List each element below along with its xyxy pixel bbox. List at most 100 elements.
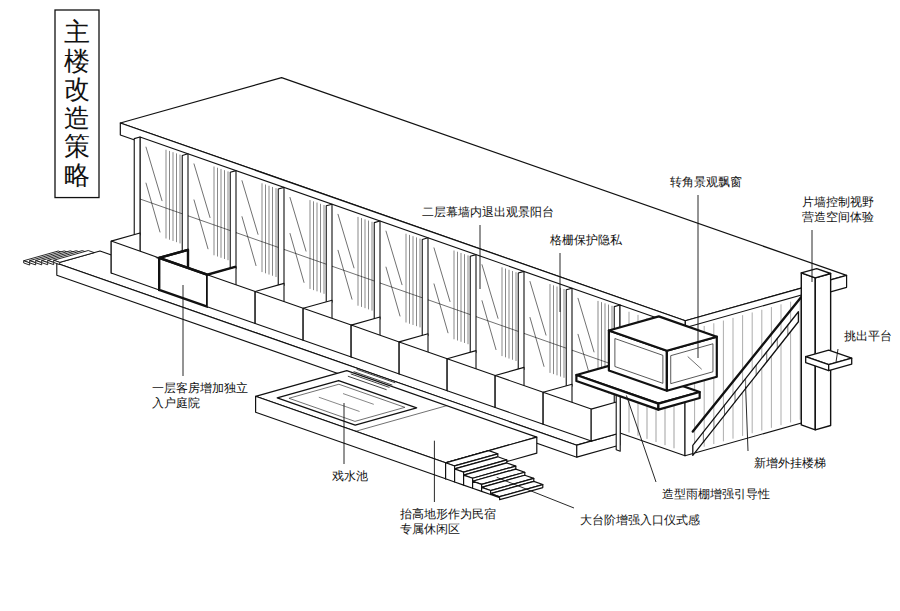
building <box>24 78 852 500</box>
timber-grille <box>564 289 565 377</box>
timber-grille <box>372 222 373 310</box>
courtyard-wall <box>207 275 255 324</box>
courtyard-highlight <box>159 250 236 275</box>
timber-grille <box>221 169 222 257</box>
wall-cladding <box>733 318 734 438</box>
plaza-step <box>351 374 389 387</box>
cantilever-platform <box>806 357 829 371</box>
leader-line <box>560 253 561 312</box>
glass-reflection <box>242 217 256 266</box>
stair-tread <box>735 392 736 402</box>
timber-grille <box>324 205 325 293</box>
floor-slab <box>140 199 188 216</box>
glass-reflection <box>146 183 160 232</box>
timber-grille <box>265 185 266 273</box>
stair-tread <box>777 338 778 348</box>
wall-cladding <box>723 321 724 441</box>
timber-grille <box>176 154 177 242</box>
timber-grille <box>317 203 318 291</box>
annotation-label: 片墙控制视野 营造空间体验 <box>800 194 880 226</box>
timber-grille <box>361 219 362 307</box>
grand-stair <box>491 494 500 498</box>
facade-fin <box>422 238 428 338</box>
annotation-label: 新增外挂楼梯 <box>752 455 828 472</box>
leader-line <box>626 395 656 482</box>
timber-grille <box>457 252 458 340</box>
annotation-label: 挑出平台 <box>842 328 894 345</box>
facade-fin <box>134 137 140 237</box>
timber-grille <box>320 204 321 292</box>
glass-reflection <box>434 284 448 333</box>
timber-grille <box>516 273 517 361</box>
stair-step <box>48 260 54 264</box>
stair-step <box>36 261 42 265</box>
floor-slab <box>332 266 380 283</box>
annotation-label: 抬高地形作为民宿 专属休闲区 <box>398 506 502 538</box>
timber-grille <box>420 239 421 327</box>
window-pane <box>671 344 713 384</box>
timber-grille <box>413 237 414 325</box>
stair-step <box>24 261 30 265</box>
timber-grille <box>505 269 506 357</box>
leader-line <box>698 195 699 358</box>
timber-grille <box>276 189 277 277</box>
glass-reflection <box>338 250 352 299</box>
glass-reflection <box>338 214 354 268</box>
floor-slab <box>476 317 524 334</box>
stair-step <box>54 260 60 264</box>
timber-grille <box>550 285 551 373</box>
stair-step <box>42 260 48 264</box>
pool <box>277 381 416 426</box>
stair-tread <box>703 432 704 442</box>
courtyard-wall <box>351 325 399 374</box>
timber-grille <box>464 255 465 343</box>
timber-grille <box>313 202 314 290</box>
glass-reflection <box>578 298 594 352</box>
cantilever-platform <box>829 358 852 370</box>
leader-line <box>434 441 435 502</box>
paving-line <box>356 406 447 432</box>
leader-line <box>746 387 748 451</box>
leader-line <box>812 230 813 282</box>
grand-stair <box>446 463 455 482</box>
annotation-label: 大台阶增强入口仪式感 <box>578 512 702 529</box>
timber-grille <box>454 251 455 339</box>
glass-reflection <box>386 231 402 285</box>
courtyard-wall <box>447 359 495 408</box>
stair-tread <box>713 419 714 429</box>
floor-slab <box>524 333 572 350</box>
floor-slab <box>428 300 476 317</box>
floor-slab <box>284 249 332 266</box>
timber-grille <box>553 286 554 374</box>
glass-reflection <box>434 248 450 302</box>
timber-grille <box>461 253 462 341</box>
facade-fin <box>518 271 524 371</box>
glass-reflection <box>242 181 258 235</box>
floor-slab <box>380 283 428 300</box>
grand-stair <box>464 475 473 488</box>
grand-stair <box>482 487 491 494</box>
stair-tread <box>724 405 725 415</box>
slab-wall <box>801 273 815 430</box>
annotation-label: 造型雨棚增强引导性 <box>660 486 772 503</box>
leader-line <box>480 225 481 289</box>
title-frame <box>55 10 99 198</box>
timber-grille <box>166 150 167 238</box>
timber-grille <box>214 167 215 255</box>
annotation-label: 戏水池 <box>330 468 370 485</box>
timber-grille <box>416 238 417 326</box>
wall-cladding <box>761 310 762 430</box>
water-ripple <box>319 397 359 411</box>
glass-reflection <box>290 198 306 252</box>
courtyard-wall <box>255 292 303 341</box>
wall-cladding <box>790 302 791 422</box>
timber-grille <box>406 234 407 322</box>
facade-fin <box>374 221 380 321</box>
courtyard-wall <box>543 392 591 441</box>
timber-grille <box>169 151 170 239</box>
glass-reflection <box>146 147 162 201</box>
slab-wall <box>801 269 830 278</box>
stair-tread <box>756 365 757 375</box>
floor-slab <box>236 233 284 250</box>
